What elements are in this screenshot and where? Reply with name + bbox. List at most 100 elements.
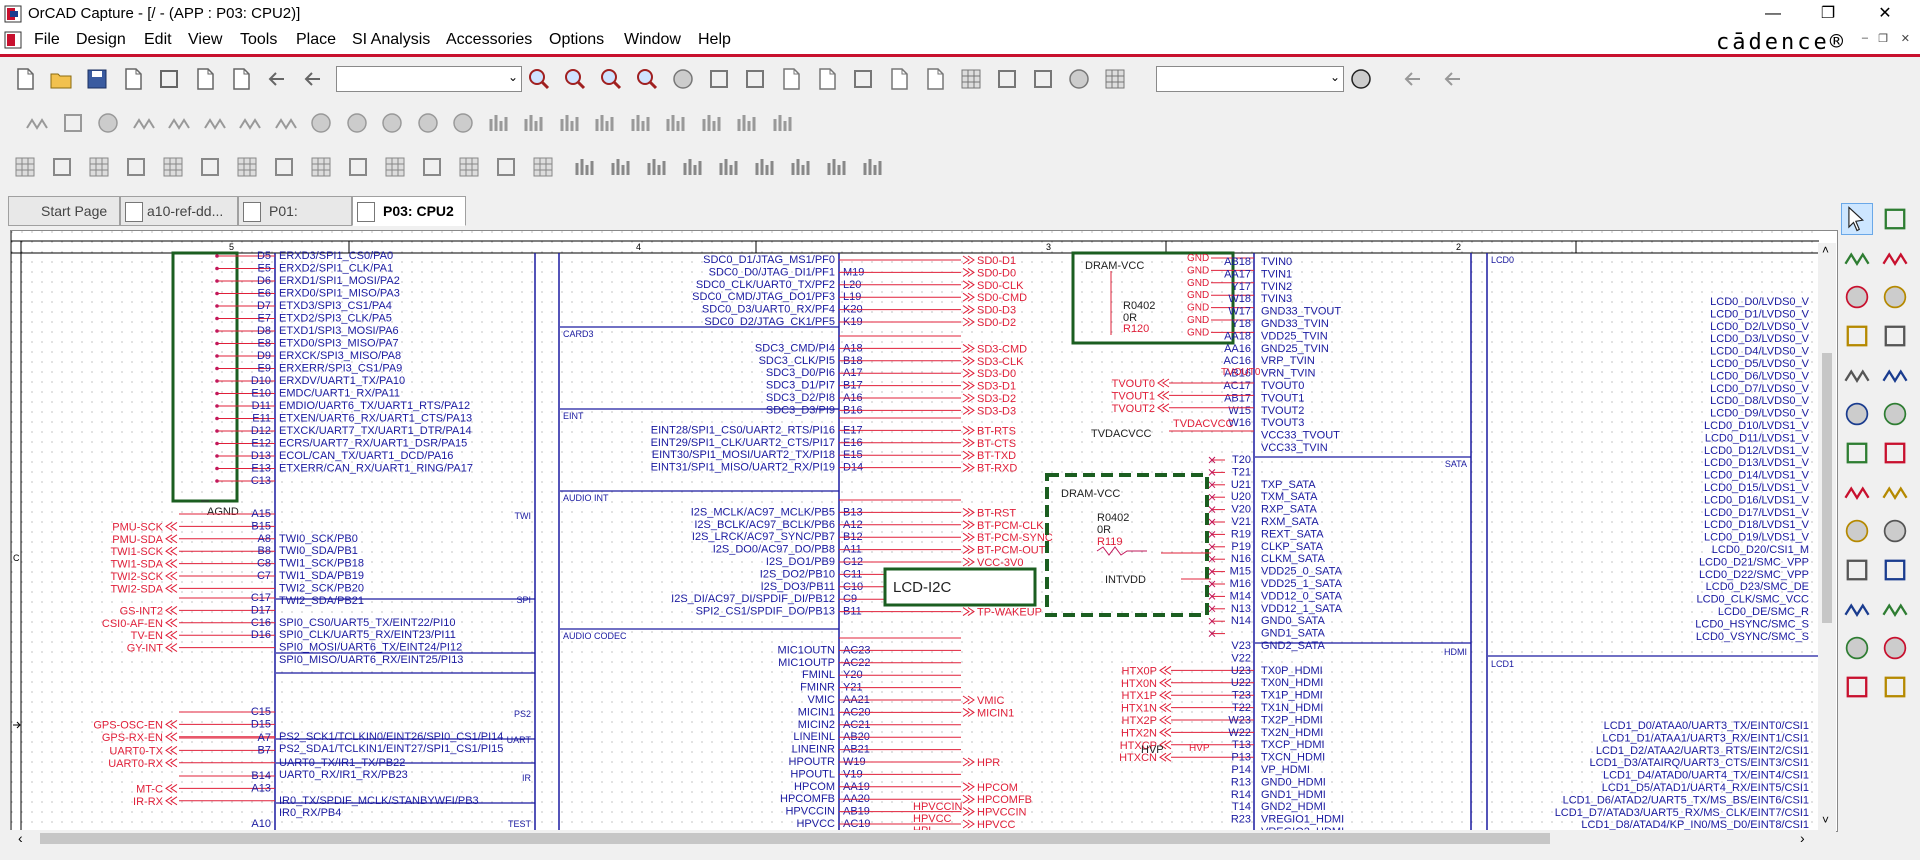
scroll-down-icon[interactable]: ˅ xyxy=(1822,813,1830,827)
restore-button[interactable]: ❐ xyxy=(1820,5,1836,22)
tab-start-page[interactable]: Start Page xyxy=(8,196,120,226)
probe-icon[interactable] xyxy=(166,110,192,136)
bus-entry-icon[interactable] xyxy=(1880,282,1910,312)
marker-ph-icon[interactable] xyxy=(486,110,512,136)
align-top-icon[interactable] xyxy=(680,154,706,180)
split-part-icon[interactable] xyxy=(49,154,75,180)
align-center-icon[interactable] xyxy=(608,154,634,180)
wire-icon[interactable] xyxy=(1842,243,1872,273)
vertical-scrollbar[interactable]: ˄ ˅ xyxy=(1818,243,1836,830)
menu-help[interactable]: Help xyxy=(698,31,731,48)
search-combo[interactable]: ⌄ xyxy=(1156,66,1344,92)
copy-icon[interactable] xyxy=(192,66,218,92)
db-part-icon[interactable] xyxy=(234,154,260,180)
line-icon[interactable] xyxy=(1842,516,1872,546)
cut-icon[interactable] xyxy=(156,66,182,92)
cart-icon[interactable] xyxy=(308,154,334,180)
marker-re-icon[interactable] xyxy=(557,110,583,136)
open-folder-icon[interactable] xyxy=(48,66,74,92)
ground-icon[interactable] xyxy=(1842,399,1872,429)
horizontal-scroll-thumb[interactable] xyxy=(40,833,1550,844)
ellipse-icon[interactable] xyxy=(1880,555,1910,585)
undo-icon[interactable] xyxy=(264,66,290,92)
menu-place[interactable]: Place xyxy=(296,31,337,48)
bus-icon[interactable] xyxy=(160,154,186,180)
hier-block-icon[interactable] xyxy=(1880,438,1910,468)
annotate-icon[interactable] xyxy=(850,66,876,92)
menu-options[interactable]: Options xyxy=(549,31,605,48)
probe4-icon[interactable] xyxy=(273,110,299,136)
marker-gd-icon[interactable] xyxy=(521,110,547,136)
area-select-icon[interactable] xyxy=(994,66,1020,92)
tab-p01-cover[interactable]: P01: COVER xyxy=(238,196,352,247)
drc-icon[interactable] xyxy=(778,66,804,92)
si-edit-icon[interactable] xyxy=(60,110,86,136)
edit-props-icon[interactable] xyxy=(86,154,112,180)
power-icon[interactable] xyxy=(1842,360,1872,390)
report-icon[interactable] xyxy=(493,154,519,180)
mdi-restore-button[interactable]: ❐ xyxy=(1878,33,1888,45)
help-icon[interactable] xyxy=(1066,66,1092,92)
minimize-button[interactable]: — xyxy=(1765,5,1781,22)
net-alias-icon[interactable] xyxy=(1842,282,1872,312)
zoom-all-icon[interactable] xyxy=(634,66,660,92)
menu-tools[interactable]: Tools xyxy=(240,31,278,48)
zoom-area-icon[interactable] xyxy=(598,66,624,92)
zoom-in-icon[interactable] xyxy=(526,66,552,92)
menu-edit[interactable]: Edit xyxy=(144,31,172,48)
rectangle-icon[interactable] xyxy=(1842,555,1872,585)
forward-arrow-icon[interactable] xyxy=(1440,66,1466,92)
probe3-icon[interactable] xyxy=(237,110,263,136)
select-icon[interactable] xyxy=(1841,203,1873,235)
distribute-h-icon[interactable] xyxy=(788,154,814,180)
hier-pin-icon[interactable] xyxy=(1842,477,1872,507)
horizontal-scrollbar[interactable]: ‹ › xyxy=(10,830,1836,847)
no-connect-icon[interactable] xyxy=(1880,360,1910,390)
eye-icon[interactable] xyxy=(670,66,696,92)
project-manager-icon[interactable] xyxy=(1030,66,1056,92)
marker-i-icon[interactable] xyxy=(344,110,370,136)
scroll-right-icon[interactable]: › xyxy=(1800,830,1805,846)
menu-window[interactable]: Window xyxy=(624,31,681,48)
bom-icon[interactable] xyxy=(814,66,840,92)
marker-w-icon[interactable] xyxy=(450,110,476,136)
polyline-icon[interactable] xyxy=(1880,516,1910,546)
menu-design[interactable]: Design xyxy=(76,31,126,48)
back-arrow-icon[interactable] xyxy=(1400,66,1426,92)
copy-part-icon[interactable] xyxy=(345,154,371,180)
part-ref-icon[interactable] xyxy=(1880,672,1910,702)
align-middle-icon[interactable] xyxy=(716,154,742,180)
image-icon[interactable] xyxy=(1842,672,1872,702)
cross-ref-icon[interactable] xyxy=(886,66,912,92)
mdi-minimize-button[interactable]: – xyxy=(1861,32,1868,44)
zoom-out-icon[interactable] xyxy=(562,66,588,92)
place-part-icon[interactable] xyxy=(1880,204,1910,234)
hand-icon[interactable] xyxy=(860,154,886,180)
save-icon[interactable] xyxy=(84,66,110,92)
marker-p-icon[interactable] xyxy=(379,110,405,136)
part-combo[interactable]: ⌄ xyxy=(336,66,522,92)
align-bottom-icon[interactable] xyxy=(752,154,778,180)
bars2-icon[interactable] xyxy=(663,110,689,136)
library-icon[interactable] xyxy=(922,66,948,92)
table-icon[interactable] xyxy=(530,154,556,180)
probe2-icon[interactable] xyxy=(202,110,228,136)
menu-si-analysis[interactable]: SI Analysis xyxy=(352,31,431,48)
port-icon[interactable] xyxy=(1842,438,1872,468)
vertical-scroll-thumb[interactable] xyxy=(1822,353,1832,623)
scroll-up-icon[interactable]: ˄ xyxy=(1822,243,1830,257)
mdi-close-button[interactable]: ✕ xyxy=(1900,33,1910,45)
marker-db-icon[interactable] xyxy=(415,110,441,136)
distribute-v-icon[interactable] xyxy=(824,154,850,180)
menu-file[interactable]: File xyxy=(34,31,60,48)
bars4-icon[interactable] xyxy=(734,110,760,136)
binoculars-icon[interactable] xyxy=(1348,66,1374,92)
si-run-icon[interactable] xyxy=(95,110,121,136)
bus2-icon[interactable] xyxy=(197,154,223,180)
check-icon[interactable] xyxy=(123,154,149,180)
align-right-icon[interactable] xyxy=(644,154,670,180)
marker-v-icon[interactable] xyxy=(308,110,334,136)
document-icon[interactable] xyxy=(4,31,22,49)
